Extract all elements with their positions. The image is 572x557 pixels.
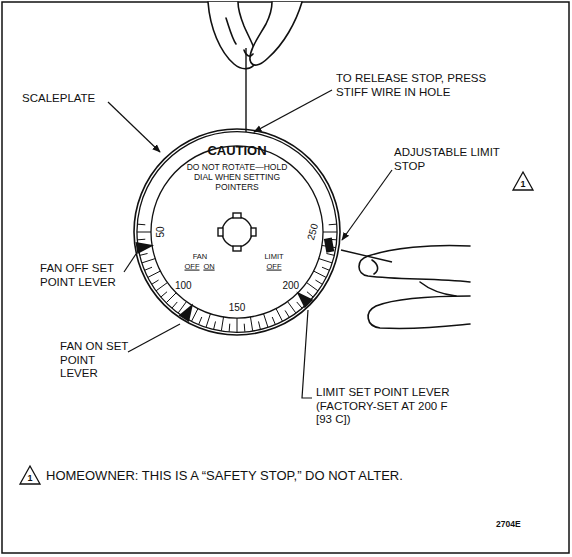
scale-tick: [214, 321, 216, 329]
safety-triangle: [513, 172, 533, 190]
part-name: FAN OFF SET POINT LEVER: [40, 262, 124, 289]
part-name: FAN ON SET POINT LEVER: [60, 340, 130, 381]
scale-tick: [137, 224, 145, 226]
scale-tick: [323, 232, 337, 233]
caution-note: DO NOT ROTATE—HOLD DIAL WHEN SETTING POI…: [179, 163, 295, 192]
scale-band: [135, 132, 337, 333]
knob-notches: [218, 213, 256, 251]
scale-tick: [307, 292, 313, 297]
part-name: ADJUSTABLE LIMIT STOP: [394, 146, 518, 173]
callout-number: 1: [520, 179, 525, 190]
scale-tick: [272, 317, 275, 324]
stiff-wire: [341, 250, 392, 262]
scale-tick: [315, 280, 322, 284]
part-name: LIMIT SET POINT LEVER (FACTORY-SET AT 20…: [316, 386, 456, 427]
caution-heading: CAUTION: [177, 144, 297, 159]
callout-text: TO RELEASE STOP, PRESS STIFF WIRE IN HOL…: [336, 72, 501, 99]
callout-number: 1: [27, 473, 32, 484]
scale-tick: [264, 314, 268, 327]
scale-tick: [145, 267, 152, 270]
figure-number: 2704E: [496, 519, 521, 529]
scale-tick: [276, 309, 282, 321]
scale-tick: [161, 292, 167, 297]
dial-mark: LIMIT: [264, 253, 283, 262]
set-point-lever: [135, 242, 154, 254]
scale-tick: [229, 324, 231, 332]
stiff-wire: [245, 48, 246, 136]
scale-number: 150: [229, 302, 246, 314]
dial-mark: OFF: [185, 263, 200, 272]
scale-tick: [326, 253, 334, 255]
dial-knob: [222, 217, 252, 247]
dial-mark: FAN: [193, 253, 208, 262]
scale-tick: [156, 283, 167, 291]
dial-outline: [134, 129, 340, 335]
scale-number: 100: [175, 280, 192, 292]
scale-tick: [152, 280, 159, 284]
leader-lines: [108, 90, 392, 398]
scale-tick: [137, 232, 151, 233]
scale-tick: [297, 302, 302, 308]
scale-tick: [137, 239, 145, 241]
scale-tick: [142, 259, 155, 263]
scale-tick: [288, 302, 296, 313]
scale-tick: [258, 321, 260, 329]
scale-band: [137, 132, 337, 333]
limit-stop: [324, 238, 334, 253]
scale-tick: [199, 317, 202, 324]
scale-tick: [237, 318, 238, 332]
dial-mark: ON: [203, 263, 214, 272]
scale-tick: [285, 310, 289, 317]
scale-tick: [314, 271, 326, 277]
part-name: SCALEPLATE: [22, 92, 122, 106]
scale-tick: [166, 293, 176, 303]
scale-number: 50: [155, 226, 167, 237]
scale-number: 200: [282, 280, 299, 292]
scale-tick: [192, 309, 198, 321]
hand: [208, 2, 302, 69]
scale-tick: [250, 317, 252, 331]
safety-triangle: [20, 466, 40, 484]
dial-mark: OFF: [267, 263, 282, 272]
set-point-lever: [296, 291, 313, 308]
scale-tick: [319, 259, 332, 263]
scale-tick: [307, 283, 318, 291]
scale-number: 250: [305, 222, 321, 241]
scale-tick: [329, 224, 337, 226]
scale-tick: [172, 302, 177, 308]
scale-tick: [140, 253, 148, 255]
scale-tick: [206, 314, 210, 327]
scale-tick: [244, 324, 246, 332]
scale-tick: [221, 317, 223, 331]
safety-note: HOMEOWNER: THIS IS A “SAFETY STOP,” DO N…: [46, 468, 556, 483]
set-point-lever: [179, 304, 194, 322]
scale-tick: [322, 267, 329, 270]
scale-tick: [148, 271, 160, 277]
